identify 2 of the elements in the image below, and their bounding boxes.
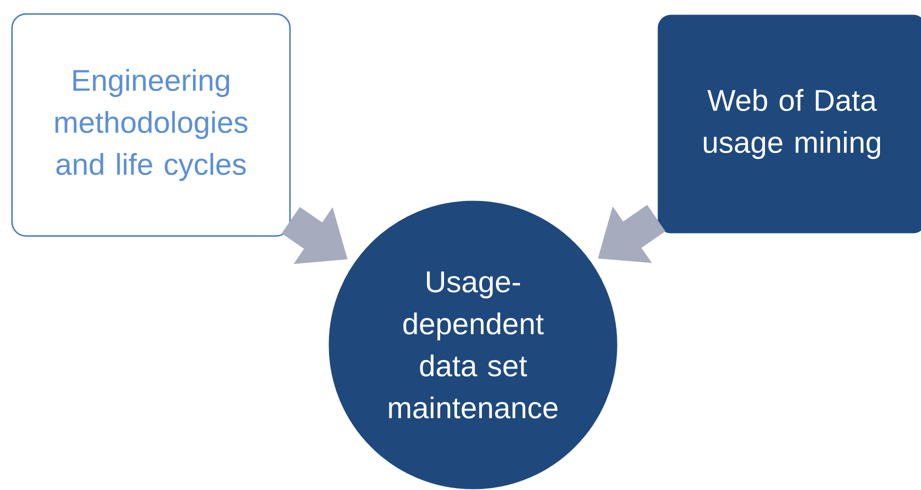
process-box: Web of Data usage mining xyxy=(656,13,921,235)
process-box: Engineering methodologies and life cycles xyxy=(11,13,291,237)
